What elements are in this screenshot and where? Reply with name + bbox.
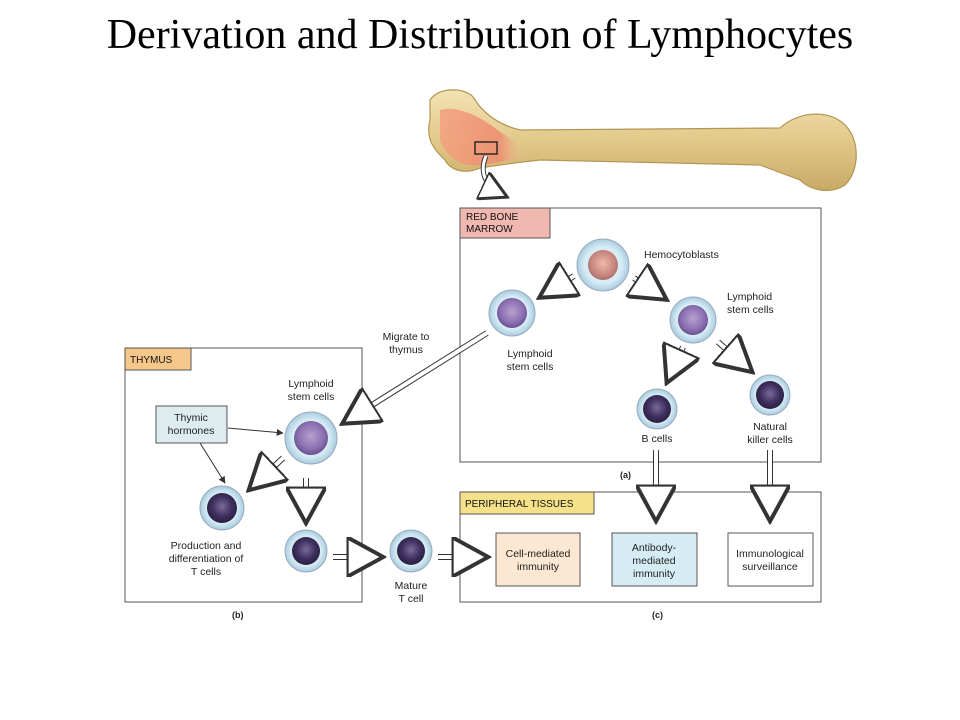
thymus-header (124, 347, 192, 371)
immuno-line2: surveillance (742, 561, 798, 573)
lymphoid-left-label-2: stem cells (507, 361, 554, 373)
immunological-surveillance-box: Immunological surveillance (727, 532, 814, 587)
thymic-t-cell (284, 529, 328, 573)
cell-mediated-immunity-box: Cell-mediated immunity (495, 532, 581, 587)
flow-arrows (251, 276, 770, 557)
antibody-line2: mediated (632, 555, 675, 567)
hormone-arrows (199, 427, 284, 484)
cell-mediated-line2: immunity (517, 561, 560, 573)
hemocytoblast-cell (576, 238, 630, 292)
thymic-lymphoid-label-1: Lymphoid (288, 378, 333, 390)
mature-label-2: T cell (399, 593, 424, 605)
peripheral-header (459, 491, 595, 515)
marrow-header-line2: MARROW (466, 224, 513, 235)
production-label-1: Production and (171, 540, 242, 552)
b-cell (636, 388, 678, 430)
thymic-lymphoid-label-2: stem cells (288, 391, 335, 403)
marrow-header (459, 207, 551, 239)
femur-bone-illustration (428, 89, 857, 192)
natural-killer-cell (749, 374, 791, 416)
production-label-2: differentiation of (169, 553, 244, 565)
thymic-hormones-line2: hormones (168, 425, 215, 437)
cell-mediated-line1: Cell-mediated (506, 548, 571, 560)
differentiating-t-cell (199, 485, 245, 531)
migrate-label-1: Migrate to (383, 331, 430, 343)
page-title: Derivation and Distribution of Lymphocyt… (106, 12, 854, 58)
lymphoid-left-label-1: Lymphoid (507, 348, 552, 360)
caption-c: (c) (652, 610, 663, 620)
migrate-label-2: thymus (389, 344, 423, 356)
immuno-line1: Immunological (736, 548, 804, 560)
lymphoid-stem-cell-right (669, 296, 717, 344)
mature-t-cell (389, 529, 433, 573)
peripheral-header-label: PERIPHERAL TISSUES (465, 499, 574, 510)
caption-b: (b) (232, 610, 244, 620)
production-label-3: T cells (191, 566, 221, 578)
lymphoid-stem-cell-left (488, 289, 536, 337)
thymic-hormones-line1: Thymic (174, 412, 208, 424)
thymic-hormones-box: Thymic hormones (155, 405, 228, 444)
caption-a: (a) (620, 470, 631, 480)
nk-label-2: killer cells (747, 434, 793, 446)
lymphoid-right-label-1: Lymphoid (727, 291, 772, 303)
b-cells-label: B cells (642, 433, 673, 445)
marrow-header-line1: RED BONE (466, 212, 519, 223)
thymus-header-label: THYMUS (130, 355, 173, 366)
hemocytoblasts-label: Hemocytoblasts (644, 249, 719, 261)
nk-label-1: Natural (753, 421, 787, 433)
lymphoid-right-label-2: stem cells (727, 304, 774, 316)
mature-label-1: Mature (395, 580, 428, 592)
antibody-mediated-immunity-box: Antibody- mediated immunity (611, 532, 698, 587)
antibody-line3: immunity (633, 568, 676, 580)
antibody-line1: Antibody- (632, 542, 677, 554)
thymic-lymphoid-stem-cell (284, 411, 338, 465)
